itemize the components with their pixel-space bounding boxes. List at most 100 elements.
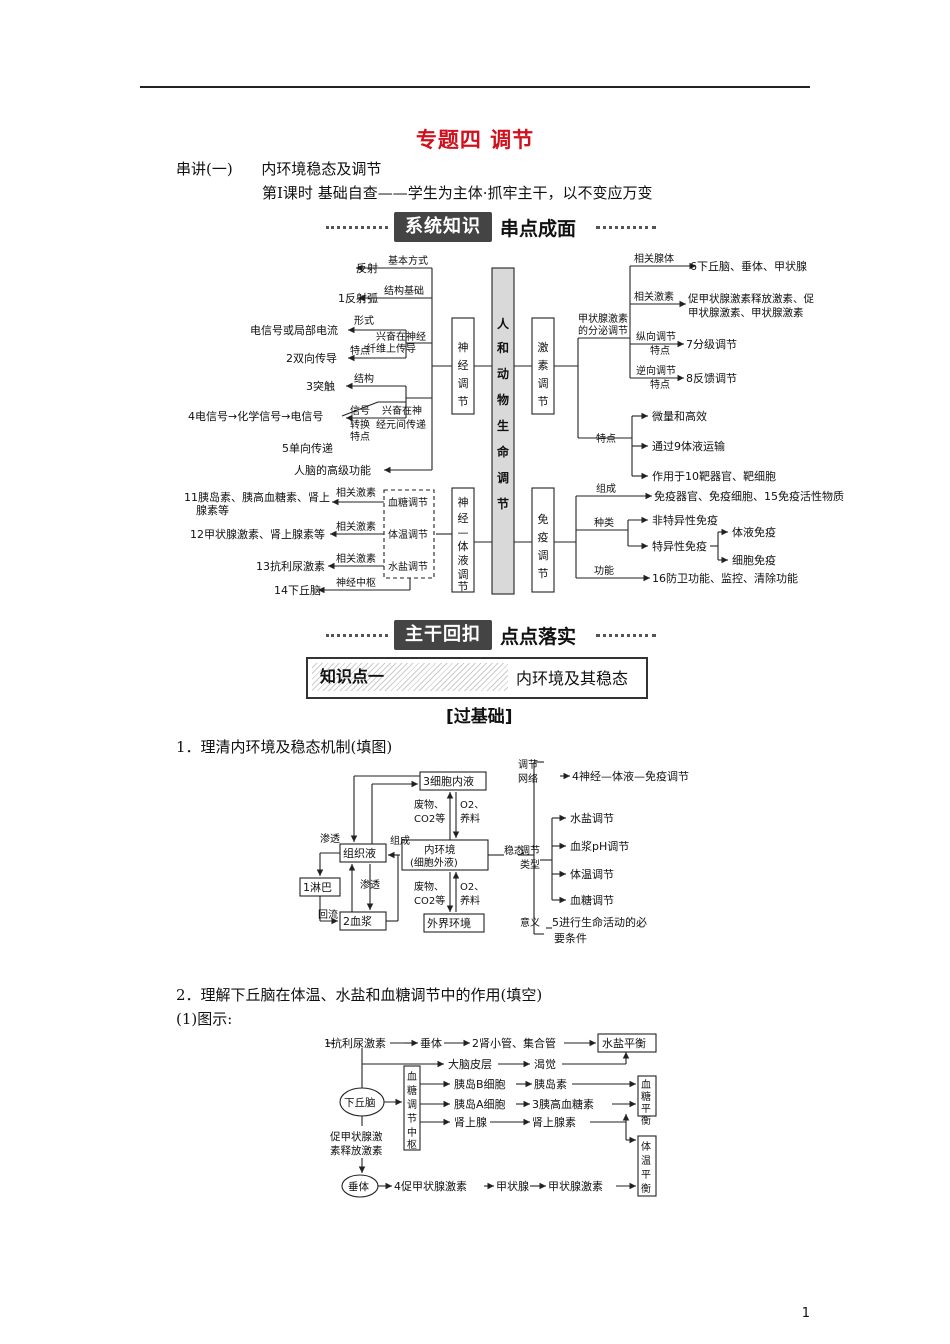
d3-sugar-bal-3: 平 <box>641 1104 651 1115</box>
hormone-char-2: 素 <box>538 359 549 372</box>
d3-tsh: 4促甲状腺激素 <box>394 1179 467 1193</box>
nh-char-3: — <box>458 526 469 539</box>
d1-h7: 7分级调节 <box>686 338 737 351</box>
page-title: 专题四 调节 <box>415 127 535 152</box>
d1-struct: 结构 <box>354 372 374 385</box>
internal-environment-diagram: 3细胞内液 组织液 1淋巴 2血浆 渗透 渗透 回流 废物、 CO2等 O2、 … <box>299 759 689 945</box>
d1-h-reverse: 逆向调节 <box>636 364 676 377</box>
lesson-heading: 第Ⅰ课时 基础自查——学生为主体·抓牢主干，以不变应万变 <box>262 184 653 202</box>
d1-i16: 16防卫功能、监控、清除功能 <box>652 571 798 585</box>
d1-form: 形式 <box>354 314 374 327</box>
d1-feature1: 特点 <box>350 345 370 357</box>
d3-sugar-bal-2: 糖 <box>641 1090 651 1103</box>
top-rule <box>140 86 810 88</box>
d1-h-feature-b: 特点 <box>650 379 670 391</box>
immune-char-1: 免 <box>538 512 549 526</box>
d3-pituitary2: 垂体 <box>348 1181 369 1193</box>
d2-lymph: 1淋巴 <box>303 881 332 894</box>
basics-tag: [过基础] <box>446 707 513 727</box>
d3-temp-bal-4: 衡 <box>641 1183 651 1195</box>
d1-b-center: 神经中枢 <box>336 576 376 589</box>
d2-network1: 调节 <box>518 759 538 771</box>
banner-dots-left <box>326 634 388 637</box>
d1-h-f3: 作用于10靶器官、靶细胞 <box>652 469 776 483</box>
d3-sugar-center-5: 中 <box>407 1126 417 1139</box>
d3-alpha: 胰岛A细胞 <box>454 1097 506 1111</box>
d2-t4: 血糖调节 <box>570 893 614 907</box>
d1-n4: 4电信号→化学信号→电信号 <box>188 409 323 423</box>
d1-b-water: 水盐调节 <box>388 560 428 573</box>
d1-i-spec: 特异性免疫 <box>652 539 707 553</box>
d1-reflex: 反射 <box>356 261 378 275</box>
d1-h-feature-a: 特点 <box>650 345 670 357</box>
d1-excite2: 纤维上传导 <box>366 342 416 355</box>
d2-type2: 类型 <box>520 858 540 871</box>
series-heading: 串讲(一) 内环境稳态及调节 <box>176 160 382 178</box>
center-char-7: 调 <box>497 471 509 485</box>
banner-text: 串点成面 <box>500 218 577 240</box>
nerve-char-2: 经 <box>458 359 469 372</box>
d3-pituitary1: 垂体 <box>420 1036 442 1050</box>
d2-inner2: (细胞外液) <box>410 856 458 869</box>
d1-i-cell: 细胞免疫 <box>732 553 776 567</box>
d3-kidney: 2肾小管、集合管 <box>472 1036 556 1050</box>
d1-feature2: 特点 <box>350 431 370 443</box>
d2-o2b: O2、 <box>460 882 484 893</box>
knowledge-point-title: 内环境及其稳态 <box>516 669 629 688</box>
d1-h-trh2: 甲状腺激素、甲状腺激素 <box>688 306 804 319</box>
d3-beta: 胰岛B细胞 <box>454 1077 506 1091</box>
d2-external: 外界环境 <box>427 916 471 930</box>
center-char-3: 动 <box>497 367 509 381</box>
d1-h-f2: 通过9体液运输 <box>652 439 725 453</box>
banner-dots-right <box>596 226 656 229</box>
d2-wentai: 稳态 <box>504 844 524 857</box>
nerve-char-1: 神 <box>458 340 469 354</box>
d1-i-nonspec: 非特异性免疫 <box>652 513 718 527</box>
d1-h-thyroid1: 甲状腺激素 <box>578 312 628 325</box>
center-char-8: 节 <box>497 496 509 511</box>
d3-glucagon: 3胰高血糖素 <box>532 1097 594 1111</box>
d1-i-comp: 组成 <box>596 482 616 495</box>
d1-n1: 1反射弧 <box>338 291 378 305</box>
banner-system-knowledge: 系统知识 串点成面 <box>326 212 656 242</box>
nh-char-6: 调 <box>458 568 469 581</box>
d1-syn1: 兴奋在神 <box>382 404 422 417</box>
d3-cortex: 大脑皮层 <box>448 1057 492 1071</box>
question-1: 1．理清内环境及稳态机制(填图) <box>176 738 393 756</box>
page-number: 1 <box>801 1306 810 1321</box>
d1-h-gland: 相关腺体 <box>634 252 674 265</box>
d1-b-related1: 相关激素 <box>336 486 376 499</box>
d1-b11a: 11胰岛素、胰高血糖素、肾上 <box>184 490 330 504</box>
d2-shen1: 渗透 <box>320 832 340 845</box>
d1-syn2: 经元间传递 <box>376 418 426 431</box>
d1-signal2: 转换 <box>350 418 370 431</box>
center-char-1: 人 <box>497 316 510 331</box>
d1-h-trh1: 促甲状腺激素释放激素、促 <box>688 292 814 305</box>
d2-o2: O2、 <box>460 800 484 811</box>
d1-h8: 8反馈调节 <box>686 372 737 385</box>
banner-text: 点点落实 <box>500 626 577 648</box>
d1-n5: 5单向传递 <box>282 441 333 455</box>
d2-co2: CO2等 <box>414 812 445 825</box>
d1-i-type: 种类 <box>594 516 614 529</box>
hormone-char-3: 调 <box>538 377 549 390</box>
d1-basic-way: 基本方式 <box>388 254 428 267</box>
banner-main-review: 主干回扣 点点落实 <box>326 620 656 650</box>
d2-waste2: 废物、 <box>414 880 444 893</box>
d2-shen2: 渗透 <box>360 878 380 891</box>
d2-m5b: 要条件 <box>554 931 587 945</box>
nh-char-2: 经 <box>458 512 469 525</box>
d1-b13: 13抗利尿激素 <box>256 559 325 573</box>
d3-water-bal: 水盐平衡 <box>602 1037 646 1050</box>
d3-sugar-bal-1: 血 <box>641 1078 651 1091</box>
d1-i-func: 功能 <box>594 564 614 577</box>
question-2: 2．理解下丘脑在体温、水盐和血糖调节中的作用(填空) <box>176 986 543 1004</box>
d1-h-f1: 微量和高效 <box>652 409 707 423</box>
d3-hypothalamus: 下丘脑 <box>344 1096 376 1109</box>
d1-h6: 6下丘脑、垂体、甲状腺 <box>690 259 807 273</box>
d1-b11b: 腺素等 <box>196 503 229 517</box>
d3-sugar-center-4: 节 <box>407 1113 417 1125</box>
d1-n3: 3突触 <box>306 379 335 393</box>
center-char-5: 生 <box>497 418 509 433</box>
hypothalamus-diagram: 1抗利尿激素 垂体 2肾小管、集合管 水盐平衡 大脑皮层 渴觉 下丘脑 血 糖 … <box>324 1033 657 1198</box>
